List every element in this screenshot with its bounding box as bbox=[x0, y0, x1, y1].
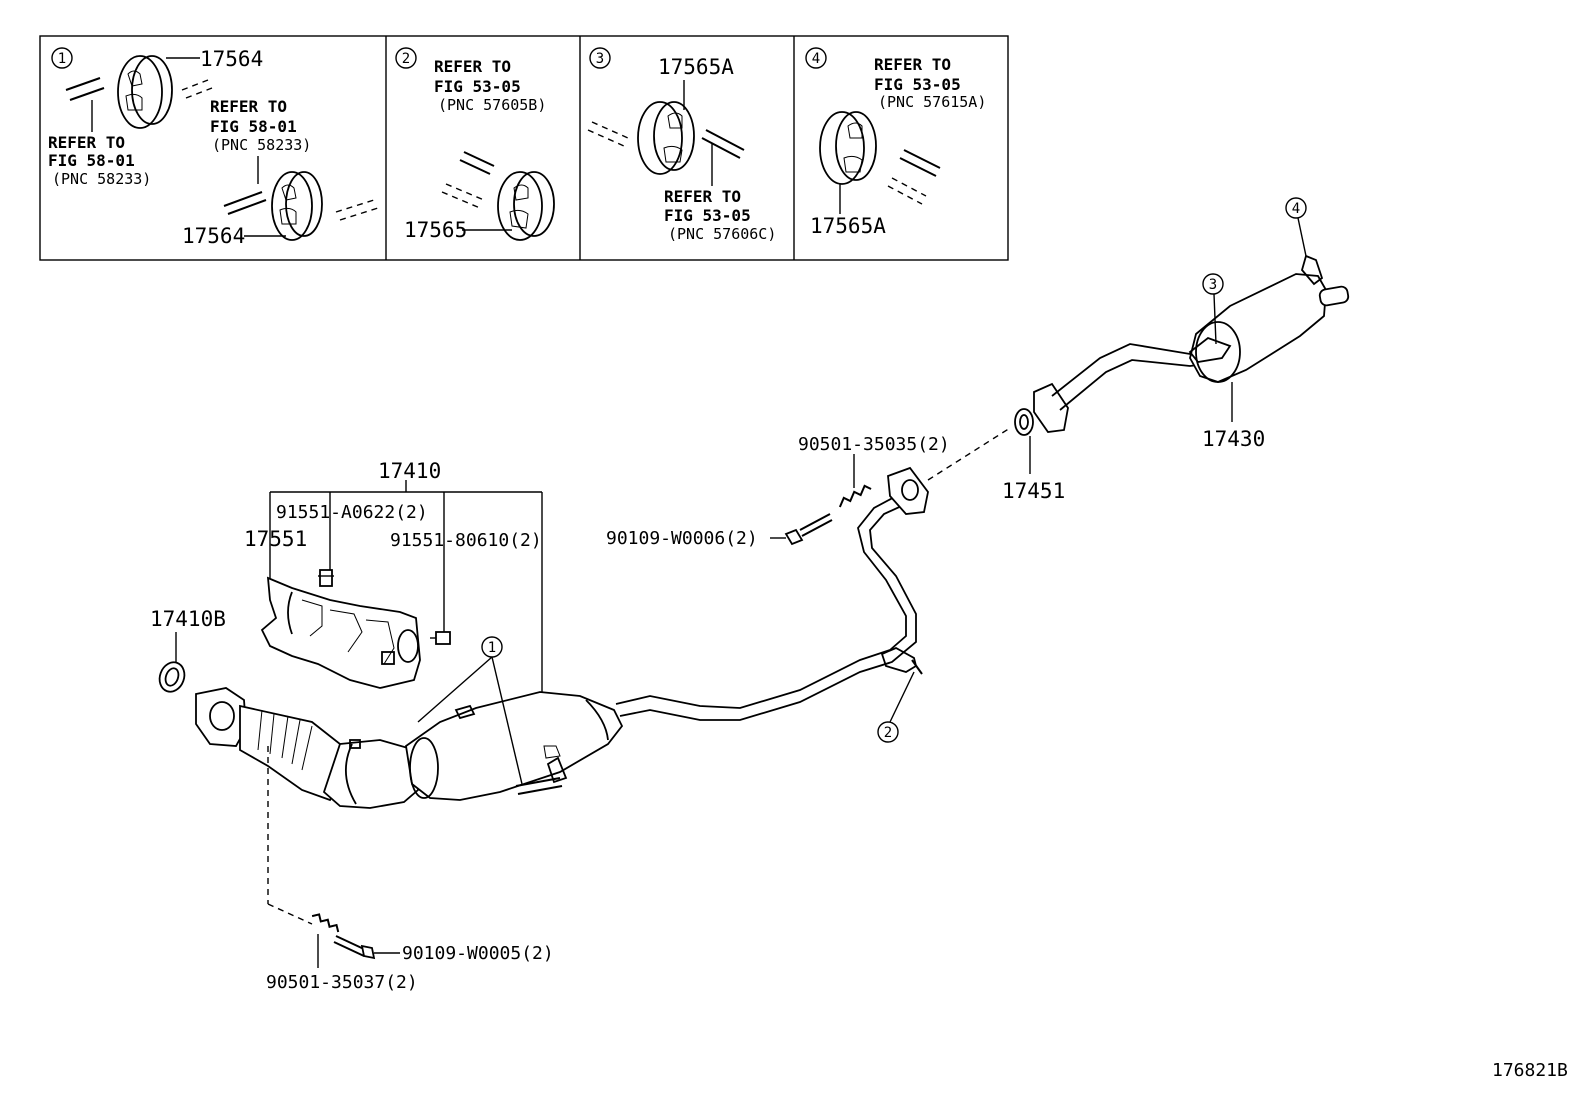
ref-4-line2: FIG 53-05 bbox=[874, 75, 961, 94]
ref-3-pnc: (PNC 57606C) bbox=[668, 225, 776, 243]
assembly-17410-bracket bbox=[269, 480, 543, 692]
bolt-90109-w0005 bbox=[333, 935, 376, 960]
inset-panel-2: 2 REFER TO FIG 53-05 (PNC 57605B) 17565 bbox=[395, 47, 555, 242]
heat-shield-17551 bbox=[260, 576, 421, 689]
part-label-17565: 17565 bbox=[404, 218, 467, 242]
ref-4-pnc: (PNC 57615A) bbox=[878, 93, 986, 111]
ref-1b-line1: REFER TO bbox=[210, 97, 287, 116]
rubber-hanger-2 bbox=[441, 151, 555, 241]
bolt-91551-a0622 bbox=[318, 569, 334, 587]
ref-1a-pnc: (PNC 58233) bbox=[52, 170, 151, 188]
ref-1b-pnc: (PNC 58233) bbox=[212, 136, 311, 154]
part-label-17564-lower: 17564 bbox=[182, 224, 245, 248]
ref-2-pnc: (PNC 57605B) bbox=[438, 96, 546, 114]
figure-code: 176821B bbox=[1492, 1060, 1568, 1081]
inset-panels bbox=[39, 35, 1009, 261]
rubber-hanger-upper bbox=[65, 55, 213, 129]
part-label-17551: 17551 bbox=[244, 527, 307, 551]
part-label-91551-a0622: 91551-A0622(2) bbox=[276, 502, 428, 523]
inset-panel-4: 4 REFER TO FIG 53-05 (PNC 57615A) 17565A bbox=[805, 47, 986, 238]
part-label-17565a-4: 17565A bbox=[810, 214, 886, 238]
inset-panel-1: 1 17564 REFER TO FIG 58-01 (PNC 58233) R… bbox=[48, 47, 379, 248]
panel-2-index: 2 bbox=[402, 51, 410, 67]
ref-1a-line1: REFER TO bbox=[48, 133, 125, 152]
rubber-hanger-3 bbox=[587, 101, 745, 175]
part-label-17565a-3: 17565A bbox=[658, 55, 734, 79]
callout-2: 2 bbox=[884, 725, 892, 741]
callout-3-circle bbox=[1202, 273, 1224, 295]
callout-3: 3 bbox=[1209, 277, 1217, 293]
spring-90501-35035 bbox=[838, 484, 872, 508]
panel-2-index-circle bbox=[395, 47, 417, 69]
gasket-17451 bbox=[1014, 408, 1034, 436]
panel-3-index-circle bbox=[589, 47, 611, 69]
rubber-hanger-lower bbox=[223, 156, 379, 241]
part-label-90501-35035: 90501-35035(2) bbox=[798, 434, 950, 455]
bolt-91551-80610 bbox=[430, 631, 451, 645]
ref-3-line2: FIG 53-05 bbox=[664, 206, 751, 225]
callout-1: 1 bbox=[488, 640, 496, 656]
ref-4-line1: REFER TO bbox=[874, 55, 951, 74]
part-label-17451: 17451 bbox=[1002, 479, 1065, 503]
part-label-90501-35037: 90501-35037(2) bbox=[266, 972, 418, 993]
panel-4-index-circle bbox=[805, 47, 827, 69]
inset-panel-3: 3 17565A REFER TO FIG 53-05 (PNC 57606C) bbox=[587, 47, 776, 243]
ref-3-line1: REFER TO bbox=[664, 187, 741, 206]
gasket-17410b bbox=[158, 661, 186, 693]
ref-1a-line2: FIG 58-01 bbox=[48, 151, 135, 170]
spring-90501-35037 bbox=[311, 913, 340, 933]
callout-4-circle bbox=[1285, 197, 1307, 219]
panel-3-index: 3 bbox=[596, 51, 604, 67]
callout-2-circle bbox=[877, 721, 899, 743]
part-label-17410: 17410 bbox=[378, 459, 441, 483]
callout-4: 4 bbox=[1292, 201, 1300, 217]
part-label-17430: 17430 bbox=[1202, 427, 1265, 451]
tail-pipe-muffler-17430 bbox=[1033, 254, 1350, 433]
panel-4-index: 4 bbox=[812, 51, 820, 67]
front-pipe-catalytic-converter bbox=[195, 687, 624, 925]
ref-1b-line2: FIG 58-01 bbox=[210, 117, 297, 136]
ref-2-line1: REFER TO bbox=[434, 57, 511, 76]
part-label-17410b: 17410B bbox=[150, 607, 226, 631]
ref-2-line2: FIG 53-05 bbox=[434, 77, 521, 96]
panel-1-index: 1 bbox=[58, 51, 66, 67]
bolt-90109-w0006 bbox=[784, 513, 833, 546]
panel-1-index-circle bbox=[51, 47, 73, 69]
part-label-17564-upper: 17564 bbox=[200, 47, 263, 71]
part-label-90109-w0006: 90109-W0006(2) bbox=[606, 528, 758, 549]
callout-1-circle bbox=[481, 636, 503, 658]
rubber-hanger-4 bbox=[819, 111, 941, 205]
part-label-90109-w0005: 90109-W0005(2) bbox=[402, 943, 554, 964]
part-label-91551-80610: 91551-80610(2) bbox=[390, 530, 542, 551]
center-pipe bbox=[615, 466, 929, 721]
